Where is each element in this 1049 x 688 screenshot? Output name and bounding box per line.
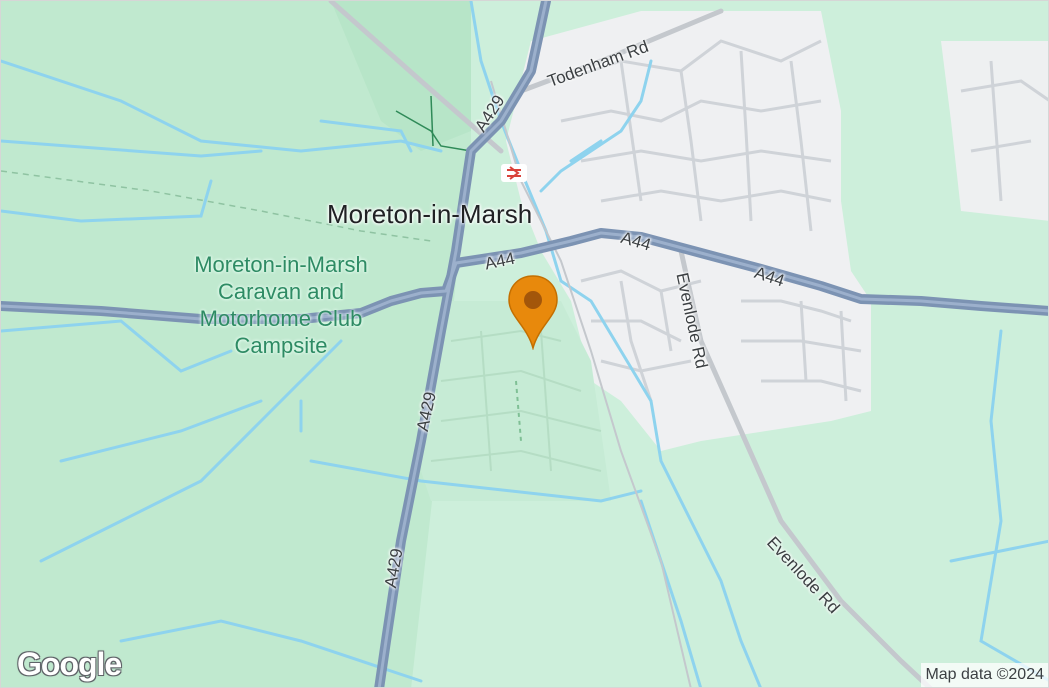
map-attribution[interactable]: Map data ©2024 xyxy=(921,663,1048,687)
rail-station-icon[interactable] xyxy=(501,164,527,182)
town-label: Moreton-in-Marsh xyxy=(327,199,533,229)
minor-roads xyxy=(328,1,933,687)
map-pin-icon[interactable] xyxy=(507,274,559,351)
footpath xyxy=(1,170,432,242)
minor-streets xyxy=(560,39,1048,402)
residential-streets xyxy=(430,329,602,472)
campsite-label[interactable]: Moreton-in-Marsh Caravan and Motorhome C… xyxy=(194,252,368,358)
residential-area xyxy=(421,301,611,501)
farmland-west xyxy=(1,1,471,687)
google-logo[interactable]: Google xyxy=(17,646,122,682)
